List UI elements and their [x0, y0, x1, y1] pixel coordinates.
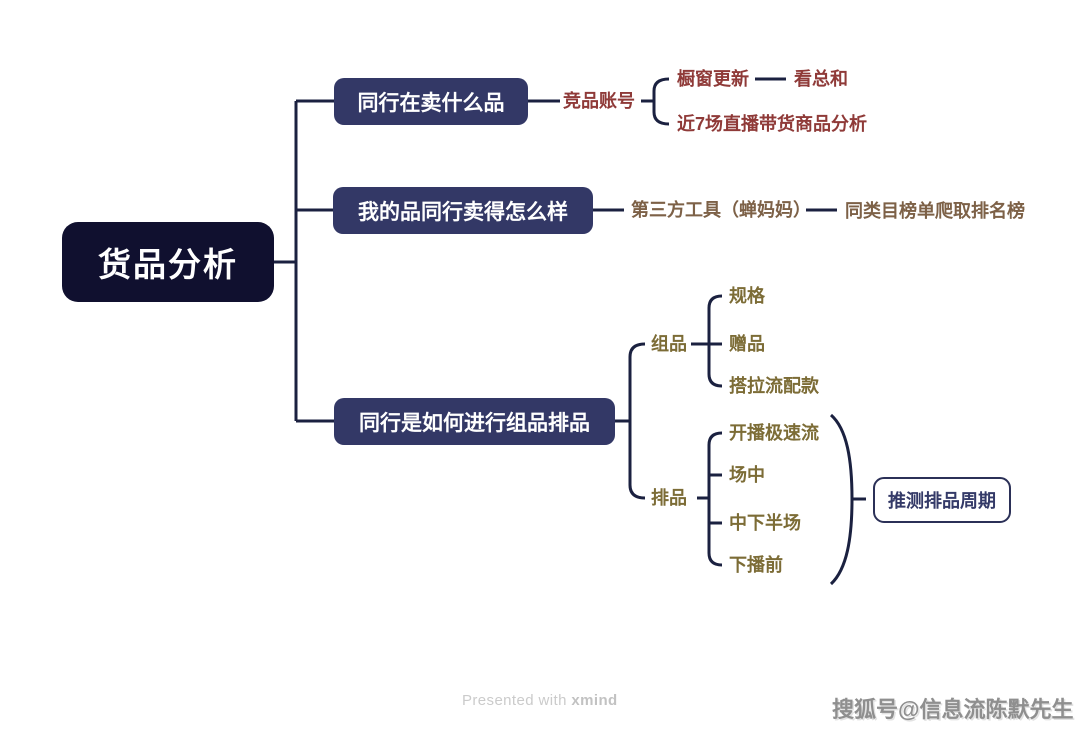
xmind-brand: xmind — [571, 692, 618, 709]
subtopic-category-ranking-scrape[interactable]: 同类目榜单爬取排名榜 — [845, 201, 1025, 221]
subtopic-thirdparty-tool[interactable]: 第三方工具（蝉妈妈） — [631, 200, 811, 220]
subtopic-traffic-pairing-item[interactable]: 搭拉流配款 — [729, 376, 819, 396]
summary-infer-sequencing-cycle[interactable]: 推测排品周期 — [873, 477, 1011, 523]
subtopic-mid-session[interactable]: 场中 — [729, 465, 765, 485]
topic-grouping-and-sequencing[interactable]: 同行是如何进行组品排品 — [334, 398, 615, 445]
subtopic-competitor-account[interactable]: 竞品账号 — [563, 91, 635, 111]
footer-prefix: Presented with — [462, 692, 572, 709]
subtopic-sequencing[interactable]: 排品 — [651, 488, 687, 508]
topic-what-competitors-sell[interactable]: 同行在卖什么品 — [334, 78, 528, 125]
root-topic[interactable]: 货品分析 — [62, 222, 274, 302]
subtopic-last7-livestream-analysis[interactable]: 近7场直播带货商品分析 — [677, 114, 868, 134]
sohu-watermark: 搜狐号@信息流陈默先生 — [832, 697, 1074, 722]
subtopic-spec[interactable]: 规格 — [729, 286, 765, 306]
subtopic-before-ending[interactable]: 下播前 — [729, 555, 783, 575]
subtopic-mid-late-session[interactable]: 中下半场 — [729, 513, 801, 533]
subtopic-gift[interactable]: 赠品 — [729, 334, 765, 354]
subtopic-grouping[interactable]: 组品 — [651, 334, 687, 354]
topic-how-my-product-sells[interactable]: 我的品同行卖得怎么样 — [333, 187, 593, 234]
subtopic-opening-fast-traffic[interactable]: 开播极速流 — [729, 423, 819, 443]
subtopic-showcase-update[interactable]: 橱窗更新 — [677, 69, 749, 89]
subtopic-view-total[interactable]: 看总和 — [794, 69, 848, 89]
presented-with-xmind-credit: Presented with xmind — [462, 692, 618, 709]
